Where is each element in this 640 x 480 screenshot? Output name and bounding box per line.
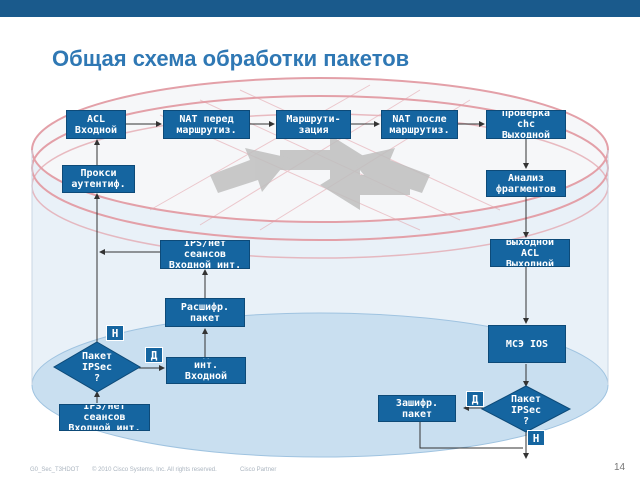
footer-confidential: Cisco Partner: [240, 467, 277, 473]
page-title: Общая схема обработки пакетов: [52, 46, 410, 71]
encrypt-packet-node: Зашифр. пакет: [378, 395, 456, 422]
ipsec-decision-right: Пакет IPSec ?: [510, 394, 542, 427]
ipsec-decision-left-shape: [53, 341, 141, 393]
ipsec-decision-right-shape: [480, 385, 572, 433]
acl-outbound-node: Выходной ACL Выходной: [490, 239, 570, 267]
ips-sessions-upper-node: IPS/нет сеансов Входной инт.: [160, 240, 250, 269]
page-number: 14: [614, 462, 626, 473]
acl-inbound-node: ACL Входной: [66, 110, 126, 139]
no-label-right: Н: [527, 430, 545, 446]
no-label-left: Н: [106, 325, 124, 341]
inbound-interface-acl-node: Входной инт. Входной ACL: [166, 357, 246, 384]
decrypt-packet-node: Расшифр. пакет: [165, 298, 245, 327]
ips-sessions-lower-node: IPS/нет сеансов Входной инт.: [59, 404, 150, 431]
yes-label-left: Д: [145, 347, 163, 363]
routing-node: Маршрути- зация: [276, 110, 351, 139]
cbac-outbound-node: Проверка сhc Выходной: [486, 110, 566, 139]
yes-label-right: Д: [466, 391, 484, 407]
nat-before-routing-node: NAT перед маршрутиз.: [163, 110, 250, 139]
ios-firewall-node: МСЭ IOS: [488, 325, 566, 363]
top-bar: [0, 0, 640, 17]
nat-after-routing-node: NAT после маршрутиз.: [381, 110, 458, 139]
proxy-auth-node: Прокси аутентиф.: [62, 165, 135, 193]
footer-copyright: © 2010 Cisco Systems, Inc. All rights re…: [92, 467, 217, 473]
footer-code: G0_Sec_T3HDOT: [30, 467, 80, 473]
fragment-analysis-node: Анализ фрагментов: [486, 170, 566, 197]
ipsec-decision-left: Пакет IPSec ?: [81, 351, 113, 384]
